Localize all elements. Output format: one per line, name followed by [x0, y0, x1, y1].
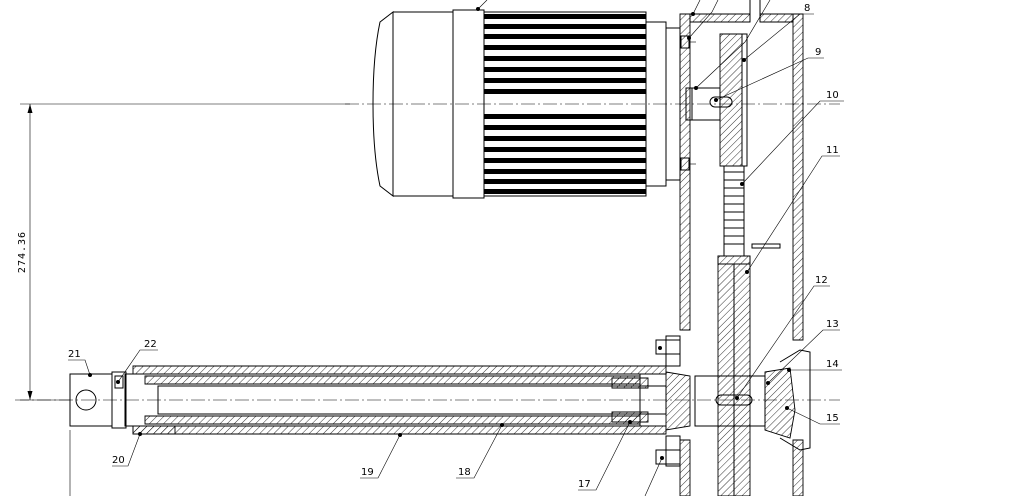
center-lines [15, 103, 840, 401]
motor [372, 9, 696, 199]
label-22: 22 [144, 339, 157, 350]
leader-lines [68, 0, 844, 496]
gear-housing [655, 0, 811, 496]
label-17: 17 [578, 479, 591, 490]
motor-fins [484, 14, 646, 194]
label-15: 15 [826, 413, 839, 424]
label-12: 12 [815, 275, 828, 286]
part-labels: 8 9 10 11 12 13 14 15 17 18 19 20 21 22 [68, 3, 839, 490]
label-21: 21 [68, 349, 81, 360]
rack-teeth [724, 171, 744, 245]
spindle-assembly [69, 365, 667, 496]
label-18: 18 [458, 467, 471, 478]
dimension-274: 274.36 [17, 103, 350, 401]
label-19: 19 [361, 467, 374, 478]
label-10: 10 [826, 90, 839, 101]
dimension-text: 274.36 [17, 231, 28, 273]
label-20: 20 [112, 455, 125, 466]
label-9: 9 [815, 47, 821, 58]
label-13: 13 [826, 319, 839, 330]
label-14: 14 [826, 359, 839, 370]
label-11: 11 [826, 145, 839, 156]
label-8: 8 [804, 3, 810, 14]
